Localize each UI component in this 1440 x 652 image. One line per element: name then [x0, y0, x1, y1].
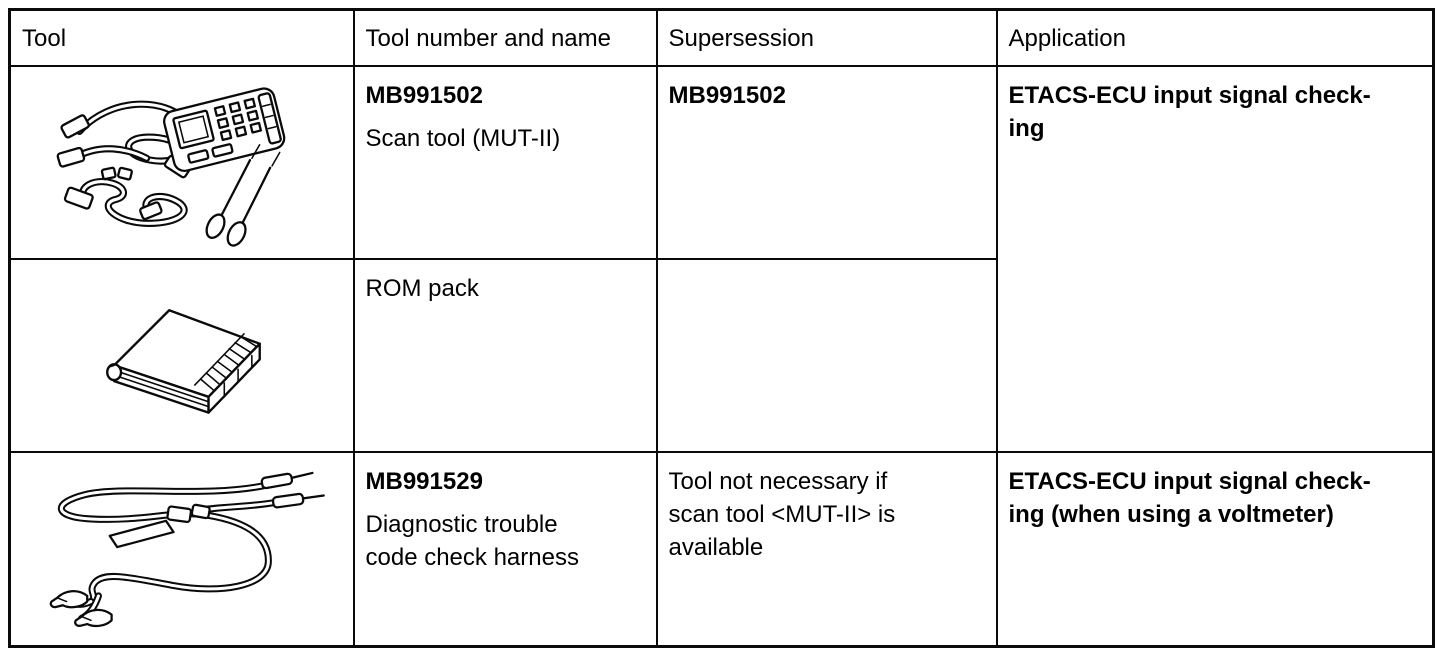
header-cell-tool-number-and-name: Tool number and name	[352, 8, 658, 67]
application-text: ETACS-ECU input signal check- ing (when …	[1008, 468, 1371, 528]
tool-name: Scan tool (MUT-II)	[365, 125, 561, 152]
tool-number-name-cell: MB991529 Diagnostic trouble code check h…	[352, 451, 658, 647]
header-row: Tool Tool number and name Supersession A…	[8, 8, 1435, 67]
tool-number-name-cell: ROM pack	[352, 258, 658, 453]
table-row: MB991529 Diagnostic trouble code check h…	[8, 451, 1435, 647]
tool-number-name-cell: MB991502 Scan tool (MUT-II)	[352, 65, 658, 260]
special-tools-table: Tool Tool number and name Supersession A…	[8, 8, 1435, 648]
tool-image-cell	[8, 65, 355, 260]
tool-number: MB991502	[365, 82, 483, 109]
header-cell-supersession: Supersession	[655, 8, 998, 67]
tool-name: Diagnostic trouble code check harness	[365, 511, 579, 571]
supersession-cell: MB991502	[655, 65, 998, 260]
table-row: ROM pack	[8, 258, 1434, 453]
application-cell: ETACS-ECU input signal check- ing (when …	[995, 451, 1435, 647]
tool-image-cell	[8, 258, 355, 453]
tool-image-cell	[8, 451, 355, 647]
supersession-cell: Tool not necessary if scan tool <MUT-II>…	[655, 451, 998, 647]
scan-tool-kit-illustration	[56, 86, 286, 247]
table-row: MB991502 Scan tool (MUT-II) MB991502 ETA…	[8, 65, 1435, 453]
supersession-number: MB991502	[668, 82, 786, 109]
application-text: ETACS-ECU input signal check- ing	[1008, 82, 1371, 142]
supersession-cell	[655, 258, 998, 453]
supersession-note: Tool not necessary if scan tool <MUT-II>…	[668, 468, 896, 561]
diagnostic-harness-illustration	[49, 472, 325, 628]
tool-number: MB991529	[365, 468, 483, 495]
header-cell-tool: Tool	[8, 8, 355, 67]
rom-pack-illustration	[105, 308, 261, 414]
tool-name: ROM pack	[365, 275, 479, 302]
header-cell-application: Application	[995, 8, 1435, 67]
application-cell: ETACS-ECU input signal check- ing	[995, 65, 1435, 453]
